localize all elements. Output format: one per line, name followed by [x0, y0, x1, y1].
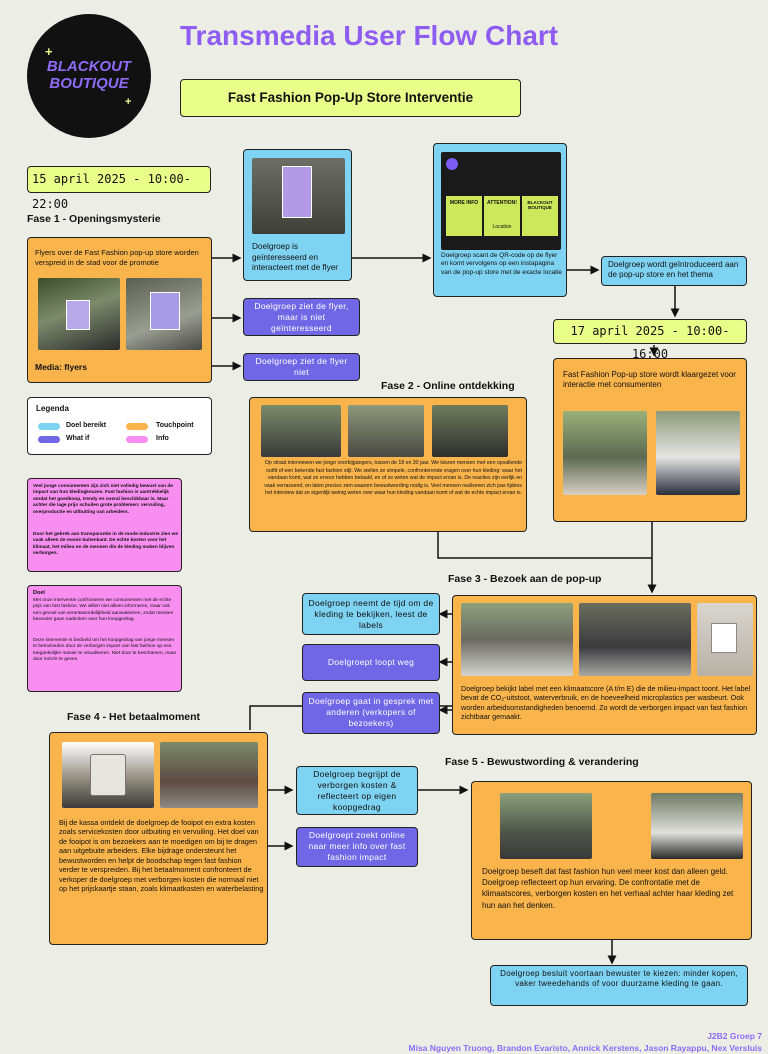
fase-ready-touchpoint: Fast Fashion Pop-up store wordt klaargez… [553, 358, 747, 522]
fase2-touchpoint: Op straat interviewen we jonge voorbijga… [249, 397, 527, 532]
date-box-2: 17 april 2025 - 10:00-16:00 [553, 319, 747, 361]
legend-info: Info [156, 435, 169, 442]
info-problem: Veel jonge consumenten zijn zich niet vo… [27, 478, 182, 572]
fase1-introduced-text: Doelgroep wordt geïntroduceerd aan de po… [608, 260, 739, 280]
fase4-main-text: Bij de kassa ontdekt de doelgroep de foo… [59, 818, 264, 894]
info-problem-p1: Veel jonge consumenten zijn zich niet vo… [33, 484, 173, 515]
info-goal: Doel Met onze interventie confronteren w… [27, 585, 182, 692]
whatif-walks-away: Doelgroept loopt weg [302, 644, 440, 681]
fase3-read-labels: Doelgroep neemt de tijd om de kleding te… [302, 593, 440, 635]
flyer-photo-2 [126, 278, 202, 350]
tip-jar-photo [62, 742, 154, 808]
popup-photo-3 [697, 603, 753, 676]
fase1-touchpoint: Flyers over de Fast Fashion pop-up store… [27, 237, 212, 383]
logo-plus-bottom: + [125, 96, 132, 108]
fase3-read-labels-text: Doelgroep neemt de tijd om de kleding te… [308, 598, 434, 631]
legend-doel: Doel bereikt [66, 422, 107, 429]
flyer-photo-1 [38, 278, 120, 350]
interview-photo-3 [432, 405, 508, 457]
info-goal-p1: Met onze interventie confronteren we con… [33, 598, 174, 623]
whatif-searches-online: Doelgroept zoekt online naar meer info o… [296, 827, 418, 867]
legend-whatif: What if [66, 435, 90, 442]
logo: BLACKOUT BOUTIQUE + + [27, 14, 151, 138]
whatif-searches-online-text: Doelgroept zoekt online naar meer info o… [308, 830, 406, 863]
phase1-title: Fase 1 - Openingsmysterie [27, 213, 161, 225]
footer-group: J2B2 Groep 7 [707, 1031, 762, 1041]
fase1-qr-text: Doelgroep scant de QR-code op de flyer e… [441, 252, 563, 276]
date1: 15 april 2025 - 10:00-22:00 [32, 172, 191, 211]
insta-more-info: MORE INFO [449, 200, 479, 206]
phase4-title: Fase 4 - Het betaalmoment [67, 711, 201, 723]
legend-whatif-swatch [38, 436, 60, 443]
page-title: Transmedia User Flow Chart [180, 20, 559, 51]
fase5-main-text: Doelgroep beseft dat fast fashion hun ve… [482, 867, 734, 910]
legend-info-swatch [126, 436, 148, 443]
subtitle: Fast Fashion Pop-Up Store Interventie [227, 90, 474, 105]
whatif-not-interested: Doelgroep ziet de flyer, maar is niet ge… [243, 298, 360, 336]
info-goal-p2: Deze interventie is bedoeld om het koopg… [33, 638, 177, 663]
whatif-not-seen-text: Doelgroep ziet de flyer niet [255, 356, 348, 378]
fase5-final-text: Doelgroep besluit voortaan bewuster te k… [500, 969, 738, 989]
fase4-understands: Doelgroep begrijpt de verborgen kosten &… [296, 766, 418, 815]
fase-ready-text: Fast Fashion Pop-up store wordt klaargez… [563, 370, 736, 390]
insta-location: Location [492, 224, 512, 230]
fase1-touchpoint-text: Flyers over de Fast Fashion pop-up store… [35, 248, 199, 267]
fase3-main-text: Doelgroep bekijkt label met een klimaats… [461, 684, 751, 722]
store-setup-photo-1 [563, 411, 647, 495]
phase5-title: Fase 5 - Bewustwording & verandering [445, 756, 639, 768]
popup-photo-1 [461, 603, 573, 676]
fase1-goal-interest: Doelgroep is geïnteresseerd en interacte… [243, 149, 352, 281]
fase1-media: Media: flyers [35, 362, 87, 372]
flyer-hand-photo [252, 158, 345, 234]
legend-touchpoint-swatch [126, 423, 148, 430]
legend-title: Legenda [36, 404, 69, 413]
info-problem-p2: Door het gebrek aan transparantie in de … [33, 532, 179, 557]
logo-line2: BOUTIQUE [49, 75, 129, 92]
info-goal-title: Doel [33, 590, 45, 596]
reflection-photo-1 [500, 793, 592, 859]
fase2-text: Op straat interviewen we jonge voorbijga… [264, 460, 522, 497]
whatif-not-interested-text: Doelgroep ziet de flyer, maar is niet ge… [254, 301, 349, 334]
instagram-screenshot: MORE INFO ATTENTION! Location BLACKOUT B… [441, 152, 561, 250]
fase1-goal-interest-text: Doelgroep is geïnteresseerd en interacte… [252, 242, 339, 273]
legend-doel-swatch [38, 423, 60, 430]
legend-touchpoint: Touchpoint [156, 422, 194, 429]
fase5-final-decision: Doelgroep besluit voortaan bewuster te k… [490, 965, 748, 1006]
whatif-conversation: Doelgroep gaat in gesprek met anderen (v… [302, 692, 440, 734]
insta-brand: BLACKOUT BOUTIQUE [527, 200, 553, 210]
fase1-introduced: Doelgroep wordt geïntroduceerd aan de po… [601, 256, 747, 286]
interview-photo-1 [261, 405, 341, 457]
whatif-walks-away-text: Doelgroept loopt weg [327, 657, 415, 667]
phase2-title: Fase 2 - Online ontdekking [381, 380, 515, 392]
whatif-not-seen: Doelgroep ziet de flyer niet [243, 353, 360, 381]
insta-attention: ATTENTION! [487, 200, 517, 206]
fase4-touchpoint: Bij de kassa ontdekt de doelgroep de foo… [49, 732, 268, 945]
fase3-touchpoint: Doelgroep bekijkt label met een klimaats… [452, 595, 757, 735]
fase5-touchpoint: Doelgroep beseft dat fast fashion hun ve… [471, 781, 752, 940]
store-setup-photo-2 [656, 411, 740, 495]
date2: 17 april 2025 - 10:00-16:00 [570, 324, 730, 361]
fase4-understands-text: Doelgroep begrijpt de verborgen kosten &… [313, 769, 401, 813]
logo-line1: BLACKOUT [46, 58, 132, 75]
footer-names: Misa Nguyen Truong, Brandon Evaristo, An… [408, 1043, 762, 1053]
interview-photo-2 [348, 405, 424, 457]
popup-photo-2 [579, 603, 691, 676]
whatif-conversation-text: Doelgroep gaat in gesprek met anderen (v… [308, 696, 434, 729]
subtitle-box: Fast Fashion Pop-Up Store Interventie [180, 79, 521, 117]
fase1-qr-touchpoint: MORE INFO ATTENTION! Location BLACKOUT B… [433, 143, 567, 297]
reflection-photo-2 [651, 793, 743, 859]
date-box-1: 15 april 2025 - 10:00-22:00 [27, 166, 211, 211]
checkout-photo [160, 742, 258, 808]
logo-plus-top: + [45, 44, 53, 59]
phase3-title: Fase 3 - Bezoek aan de pop-up [448, 573, 602, 585]
legend: Legenda Doel bereikt What if Touchpoint … [27, 397, 212, 455]
